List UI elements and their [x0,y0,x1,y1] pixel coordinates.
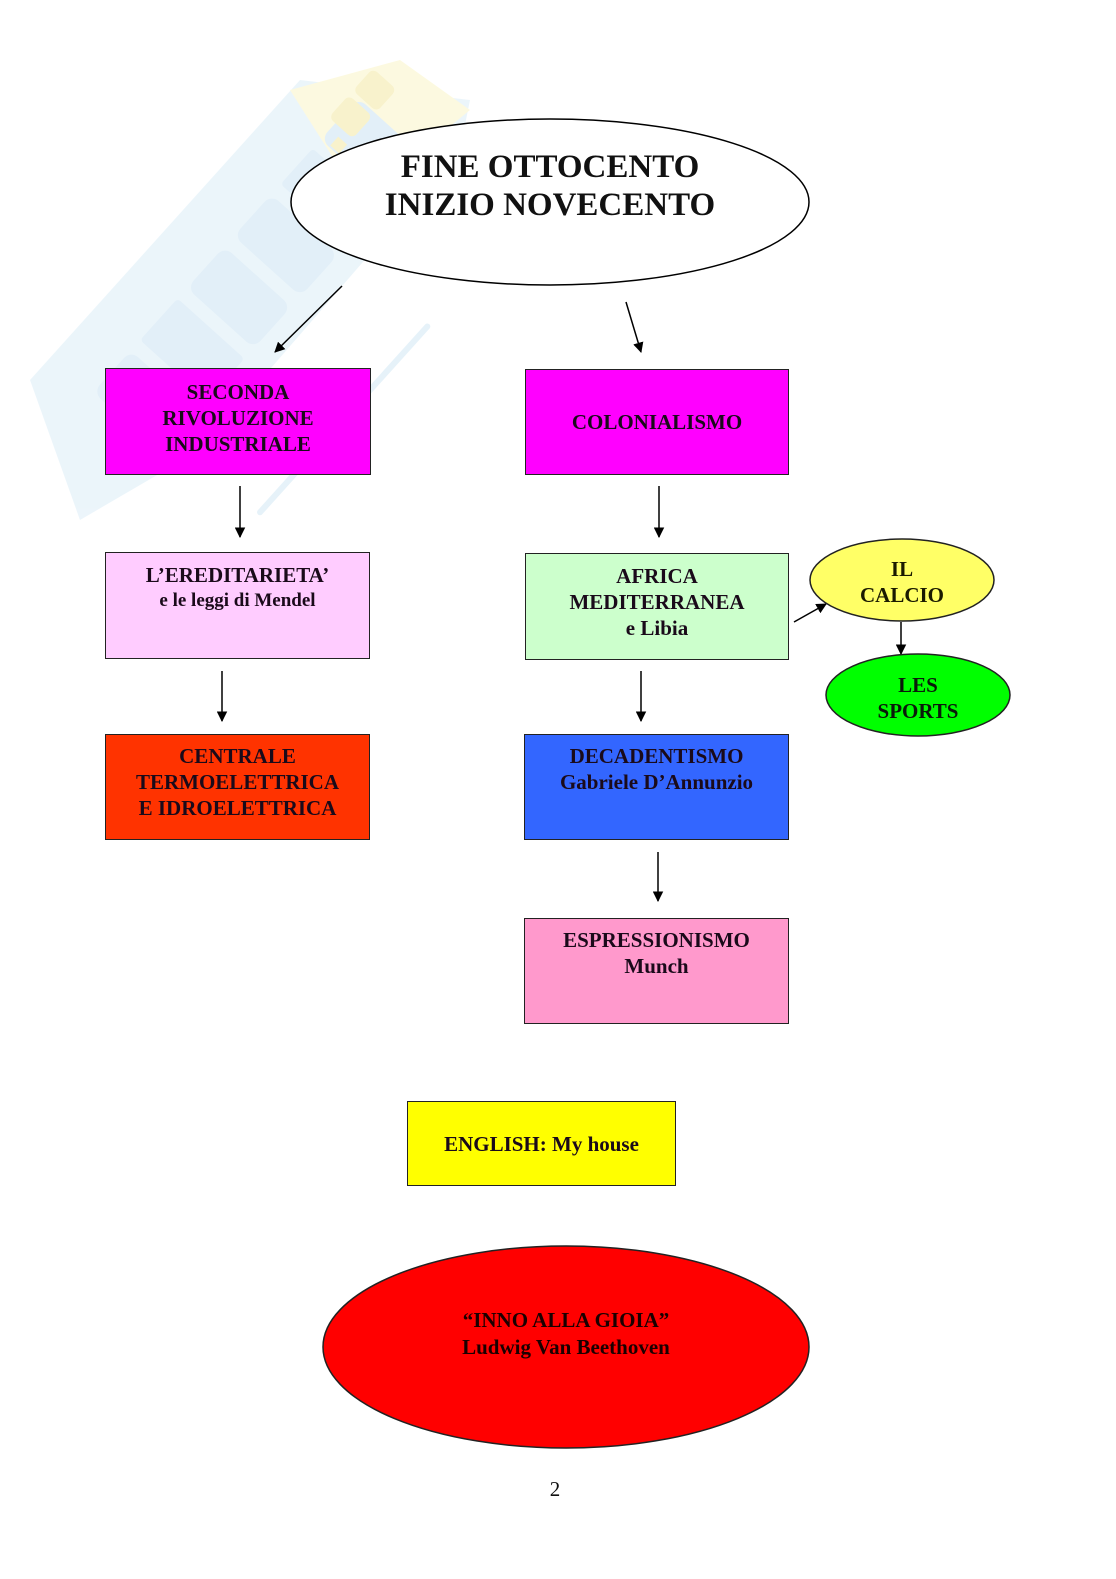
arrow-root-to-colonialismo [625,301,644,354]
node-line: ESPRESSIONISMO [563,928,750,952]
node-line: ENGLISH: My house [444,1131,639,1156]
node-line: SECONDA [186,380,290,404]
node-espressionismo: ESPRESSIONISMO Munch [524,918,789,1024]
node-line: DECADENTISMO [569,744,744,768]
node-line: CALCIO [859,583,944,607]
node-line: MEDITERRANEA [569,590,745,614]
node-les-sports: LES SPORTS [858,672,978,724]
node-line: E IDROELETTRICA [138,796,337,820]
node-line: e Libia [625,616,689,640]
node-line: TERMOELETTRICA [135,770,340,794]
node-line: IL [890,557,914,581]
root-title-line-1: FINE OTTOCENTO [400,149,700,185]
node-africa: AFRICA MEDITERRANEA e Libia [525,553,789,660]
node-line: SPORTS [877,699,959,723]
node-inno-alla-gioia: “INNO ALLA GIOIA” Ludwig Van Beethoven [386,1307,746,1361]
node-line: AFRICA [616,564,698,588]
node-seconda-rivoluzione: SECONDA RIVOLUZIONE INDUSTRIALE [105,368,371,475]
node-line: Ludwig Van Beethoven [462,1335,670,1359]
node-line: “INNO ALLA GIOIA” [462,1308,670,1332]
node-line: Munch [624,954,689,978]
node-english: ENGLISH: My house [407,1101,676,1186]
node-decadentismo: DECADENTISMO Gabriele D’Annunzio [524,734,789,840]
arrow-root-to-seconda [274,285,343,353]
node-line: INDUSTRIALE [165,432,311,456]
root-title-line-2: INIZIO NOVECENTO [384,187,716,223]
node-line: e le leggi di Mendel [159,590,316,611]
page-number: 2 [549,1477,561,1501]
node-colonialismo: COLONIALISMO [525,369,789,475]
node-line: Gabriele D’Annunzio [559,770,754,794]
node-ereditarieta: L’EREDITARIETA’ e le leggi di Mendel [105,552,370,659]
node-line: LES [898,673,938,697]
node-line: COLONIALISMO [571,410,743,434]
node-line: RIVOLUZIONE [162,406,314,430]
node-il-calcio: IL CALCIO [842,556,962,608]
arrow-africa-to-calcio [793,603,827,623]
node-line: L’EREDITARIETA’ [145,563,330,587]
node-line: CENTRALE [179,744,296,768]
node-centrale: CENTRALE TERMOELETTRICA E IDROELETTRICA [105,734,370,840]
root-node: FINE OTTOCENTO INIZIO NOVECENTO [330,148,770,224]
